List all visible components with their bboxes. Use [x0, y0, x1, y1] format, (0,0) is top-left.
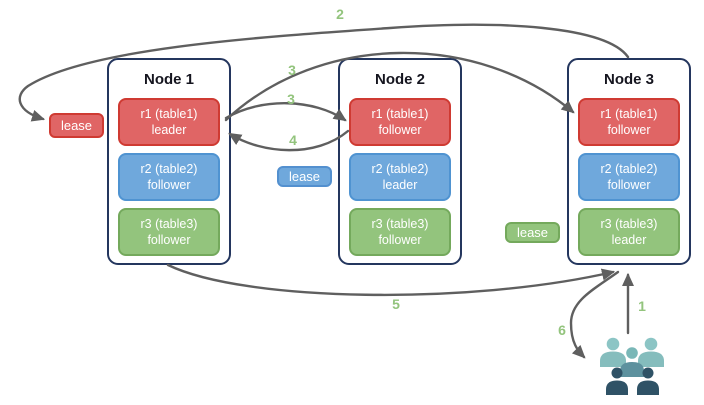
replica-r3-node3: r3 (table3) leader: [578, 208, 680, 256]
step-label-2: 2: [336, 6, 344, 22]
replica-id: r3 (table3): [600, 216, 658, 231]
replica-id: r2 (table2): [140, 161, 198, 176]
users-group-icon: [600, 337, 664, 395]
replica-role: follower: [607, 178, 651, 192]
replica-r1-node2: r1 (table1) follower: [349, 98, 451, 146]
replica-role: leader: [611, 233, 647, 247]
step-label-1: 1: [638, 298, 646, 314]
replica-role: follower: [147, 178, 191, 192]
lease-badge-red: lease: [49, 113, 104, 138]
node-title: Node 1: [143, 71, 194, 88]
replica-r1-node1: r1 (table1) leader: [118, 98, 220, 146]
replica-id: r1 (table1): [140, 106, 198, 121]
replica-role: follower: [147, 233, 191, 247]
replica-role: follower: [378, 123, 422, 137]
replica-id: r1 (table1): [600, 106, 658, 121]
node-3: Node 3 r1 (table1) follower r2 (table2) …: [567, 58, 691, 265]
node-title: Node 3: [603, 71, 654, 88]
node-1: Node 1 r1 (table1) leader r2 (table2) fo…: [107, 58, 231, 265]
node-2: Node 2 r1 (table1) follower r2 (table2) …: [338, 58, 462, 265]
replica-r2-node2: r2 (table2) leader: [349, 153, 451, 201]
replica-role: follower: [378, 233, 422, 247]
lease-badge-blue: lease: [277, 166, 332, 187]
replica-id: r3 (table3): [140, 216, 198, 231]
step-label-5: 5: [392, 296, 400, 312]
step-label-3b: 3: [287, 91, 295, 107]
replica-id: r3 (table3): [371, 216, 429, 231]
replica-id: r2 (table2): [371, 161, 429, 176]
replica-role: leader: [382, 178, 418, 192]
step-label-4: 4: [289, 132, 297, 148]
arrow-step-6: [569, 270, 620, 359]
lease-badge-green: lease: [505, 222, 560, 243]
replica-r3-node2: r3 (table3) follower: [349, 208, 451, 256]
node-title: Node 2: [374, 71, 425, 88]
arrow-step-3-to-node2: [224, 102, 347, 122]
replica-role: leader: [151, 123, 187, 137]
replica-r1-node3: r1 (table1) follower: [578, 98, 680, 146]
replica-id: r2 (table2): [600, 161, 658, 176]
replica-role: follower: [607, 123, 651, 137]
replica-r2-node1: r2 (table2) follower: [118, 153, 220, 201]
replica-r3-node1: r3 (table3) follower: [118, 208, 220, 256]
step-label-3a: 3: [288, 62, 296, 78]
arrow-step-5: [166, 263, 616, 297]
step-label-6: 6: [558, 322, 566, 338]
replica-id: r1 (table1): [371, 106, 429, 121]
replica-r2-node3: r2 (table2) follower: [578, 153, 680, 201]
